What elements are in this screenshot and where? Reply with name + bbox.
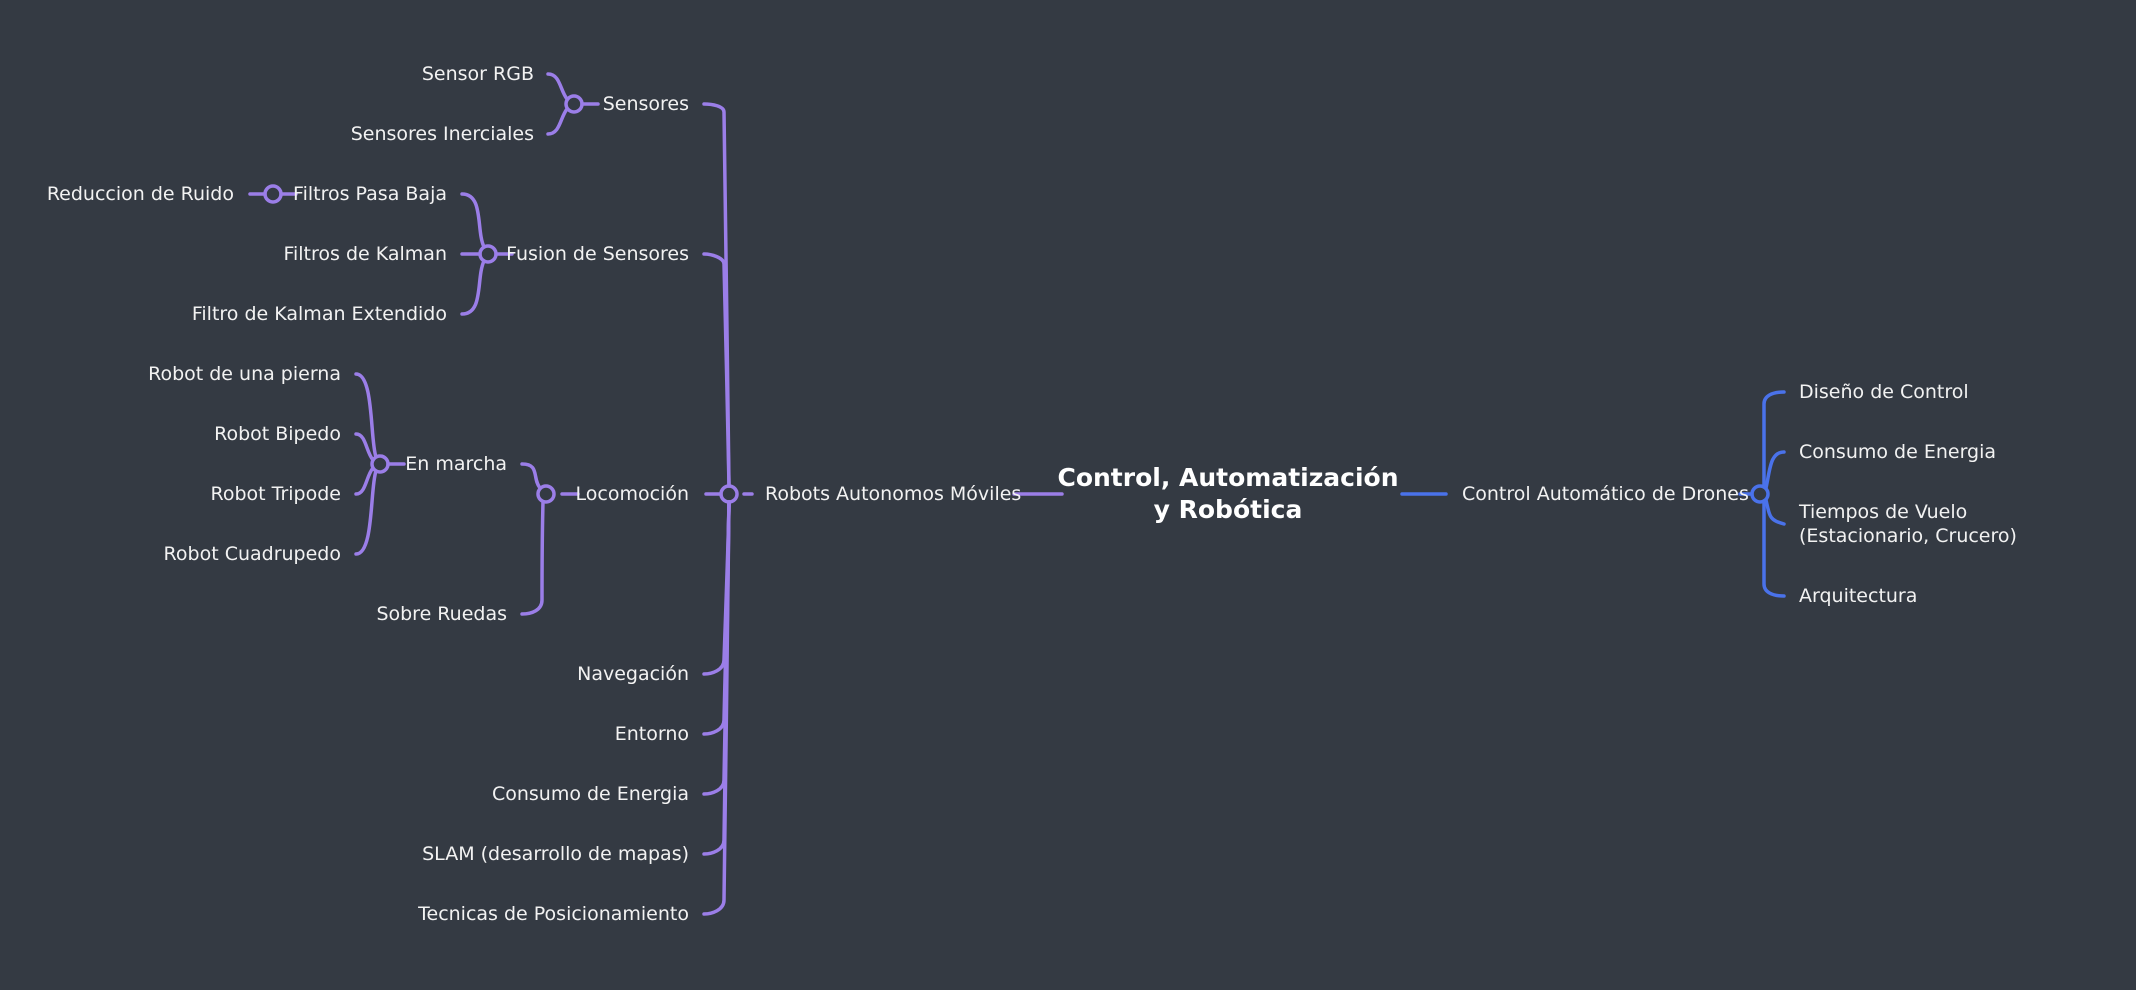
node-sensores[interactable]: Sensores (602, 93, 689, 115)
node-sensores-inerciales[interactable]: Sensores Inerciales (350, 123, 534, 145)
node-en-marcha[interactable]: En marcha (405, 453, 507, 475)
node-robot-bipedo[interactable]: Robot Bipedo (214, 423, 341, 445)
connector-una-pierna (354, 372, 378, 459)
node-fusion-sensores[interactable]: Fusion de Sensores (506, 243, 689, 265)
root-title-line1: Control, Automatización (1057, 463, 1399, 492)
node-entorno[interactable]: Entorno (614, 723, 689, 745)
connector-consumo-right (1764, 450, 1786, 490)
node-robot-tripode[interactable]: Robot Tripode (210, 483, 342, 505)
connector-sobre-ruedas (520, 500, 545, 616)
hub-en-marcha (370, 454, 390, 474)
node-filtros-kalman[interactable]: Filtros de Kalman (283, 243, 447, 265)
node-tecnicas-posicionamiento[interactable]: Tecnicas de Posicionamiento (418, 903, 689, 925)
root-node[interactable]: Control, Automatización y Robótica (1057, 462, 1398, 526)
connector-bipedo (354, 432, 375, 462)
node-sobre-ruedas[interactable]: Sobre Ruedas (376, 603, 507, 625)
node-robot-una-pierna[interactable]: Robot de una pierna (148, 363, 341, 385)
node-consumo-energia-left[interactable]: Consumo de Energia (491, 783, 689, 805)
node-arquitectura[interactable]: Arquitectura (1799, 585, 1918, 607)
hub-pasa-baja (263, 184, 283, 204)
root-title-line2: y Robótica (1153, 495, 1303, 524)
node-tiempos-vuelo[interactable]: Tiempos de Vuelo (Estacionario, Crucero) (1799, 501, 2017, 547)
connector-pasa-baja (460, 192, 486, 249)
blue-branch-connectors (1400, 390, 1786, 598)
node-control-drones[interactable]: Control Automático de Drones (1462, 483, 1749, 505)
connector-diseno (1762, 390, 1786, 489)
connector-sensores-inerciales (546, 107, 569, 136)
node-diseno-control[interactable]: Diseño de Control (1799, 381, 1969, 403)
hub-locomocion (536, 484, 556, 504)
purple-branch-connectors (248, 72, 1064, 916)
node-sensor-rgb[interactable]: Sensor RGB (421, 63, 534, 85)
node-consumo-energia-right[interactable]: Consumo de Energia (1799, 441, 1997, 463)
connector-tripode (354, 466, 375, 496)
node-locomocion[interactable]: Locomoción (575, 483, 689, 505)
node-filtros-pasa-baja[interactable]: Filtros Pasa Baja (293, 183, 447, 205)
hub-robots (719, 484, 739, 504)
connector-sensor-rgb (546, 72, 569, 101)
connector-tecnicas (702, 500, 731, 916)
node-filtro-kalman-extendido[interactable]: Filtro de Kalman Extendido (191, 303, 447, 325)
connector-kalman-ext (460, 259, 486, 316)
connector-en-marcha (520, 462, 542, 490)
hub-sensores (564, 94, 584, 114)
node-reduccion-ruido[interactable]: Reduccion de Ruido (46, 183, 234, 205)
hub-drones (1750, 484, 1770, 504)
connector-fusion (702, 252, 731, 488)
node-slam[interactable]: SLAM (desarrollo de mapas) (422, 843, 689, 865)
node-navegacion[interactable]: Navegación (577, 663, 689, 685)
node-robot-cuadrupedo[interactable]: Robot Cuadrupedo (163, 543, 341, 565)
hub-fusion (478, 244, 498, 264)
connector-arquitectura (1762, 499, 1786, 598)
connector-cuadrupedo (354, 469, 378, 556)
connector-tiempos (1764, 498, 1786, 526)
node-robots-autonomos[interactable]: Robots Autonomos Móviles (765, 483, 1022, 505)
